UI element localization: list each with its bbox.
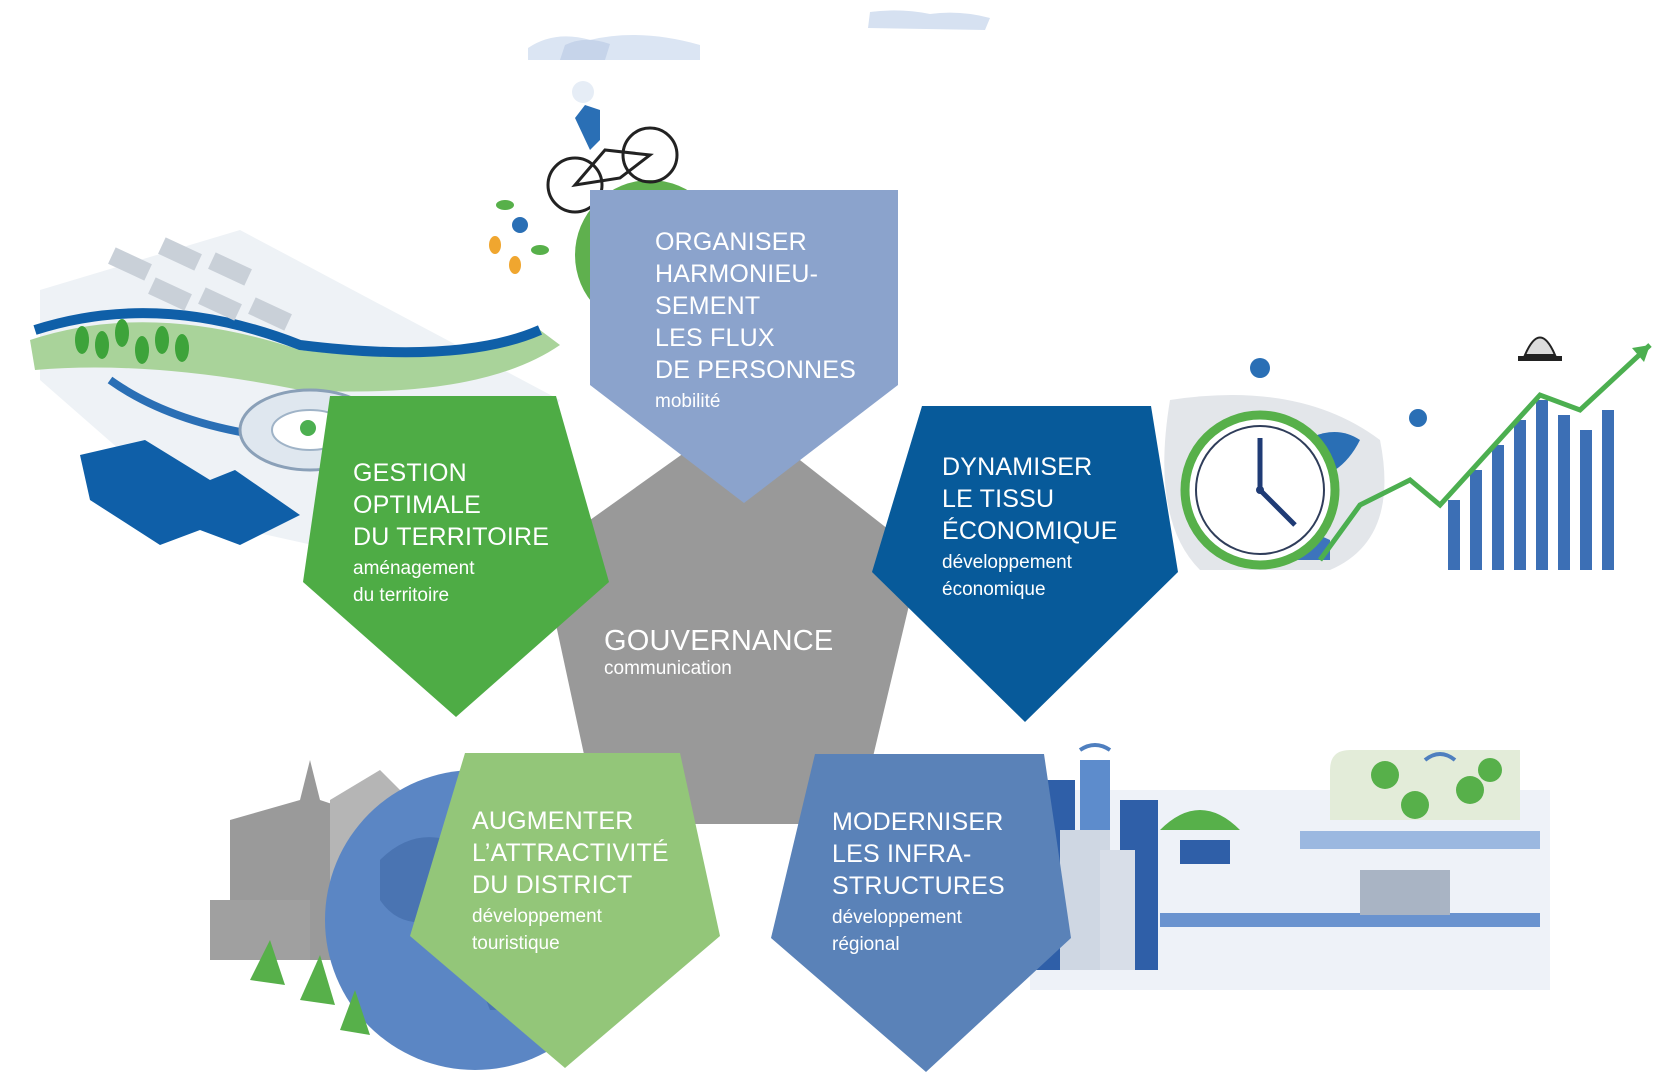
- center-governance-label: GOUVERNANCE communication: [604, 624, 833, 680]
- pillar-subtitle: mobilité: [655, 391, 721, 412]
- pentagon-mobilite: [590, 190, 898, 503]
- pentagon-infrastructures: [771, 754, 1071, 1072]
- pillar-subtitle: aménagement du territoire: [353, 558, 475, 606]
- pillar-title: ORGANISER HARMONIEU- SEMENT LES FLUX DE …: [655, 228, 857, 384]
- smart-city-illustration: [1030, 743, 1550, 990]
- pillar-subtitle: développement touristique: [472, 906, 602, 954]
- center-subtitle: communication: [604, 658, 732, 679]
- center-pentagon: [541, 413, 921, 824]
- pillar-mobilite-label: ORGANISER HARMONIEU- SEMENT LES FLUX DE …: [655, 226, 856, 415]
- clouds-illustration: [528, 10, 990, 60]
- pillar-title: MODERNISER LES INFRA- STRUCTURES: [832, 808, 1005, 900]
- pillar-infrastructures-label: MODERNISER LES INFRA- STRUCTURES dévelop…: [832, 806, 1005, 958]
- pillar-title: AUGMENTER L’ATTRACTIVITÉ DU DISTRICT: [472, 807, 669, 899]
- pillar-subtitle: développement régional: [832, 907, 962, 955]
- pentagon-tourisme: [410, 753, 720, 1068]
- pillar-title: DYNAMISER LE TISSU ÉCONOMIQUE: [942, 453, 1118, 545]
- pentagon-territoire: [303, 396, 609, 717]
- pentagon-economie: [872, 406, 1178, 722]
- pillar-title: GESTION OPTIMALE DU TERRITOIRE: [353, 459, 550, 551]
- pillar-subtitle: développement économique: [942, 552, 1072, 600]
- clock-growth-chart-illustration: [1164, 336, 1652, 570]
- pillar-economie-label: DYNAMISER LE TISSU ÉCONOMIQUE développem…: [942, 451, 1118, 603]
- center-title: GOUVERNANCE: [604, 625, 834, 657]
- pillar-tourisme-label: AUGMENTER L’ATTRACTIVITÉ DU DISTRICT dév…: [472, 805, 669, 957]
- pillar-territoire-label: GESTION OPTIMALE DU TERRITOIRE aménageme…: [353, 457, 549, 609]
